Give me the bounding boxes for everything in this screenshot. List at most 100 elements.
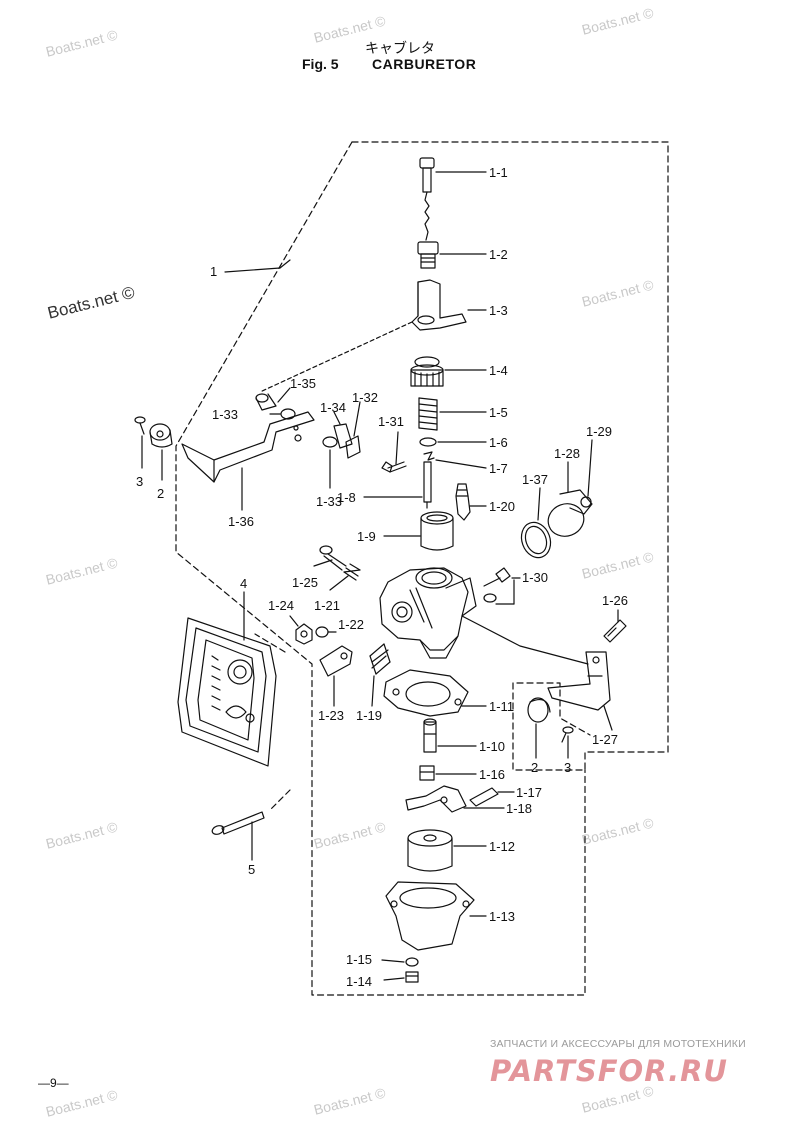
leader-line bbox=[289, 615, 299, 627]
callout-2: 2 bbox=[157, 486, 164, 501]
part-1-3-bracket bbox=[411, 279, 467, 331]
callout-1-27: 1-27 bbox=[592, 732, 618, 747]
part-1-25-screw bbox=[319, 545, 347, 571]
part-1-24-nut bbox=[295, 623, 313, 645]
callout-1-33: 1-33 bbox=[212, 407, 238, 422]
page-number: —9— bbox=[38, 1076, 69, 1090]
callout-1-7: 1-7 bbox=[489, 461, 508, 476]
leader-line bbox=[395, 431, 399, 465]
callout-1-1: 1-1 bbox=[489, 165, 508, 180]
part-1-5-spring bbox=[418, 397, 438, 431]
callout-1-4: 1-4 bbox=[489, 363, 508, 378]
part-1-17-pin bbox=[469, 787, 499, 807]
callout-1-30: 1-30 bbox=[522, 570, 548, 585]
callout-1-34: 1-34 bbox=[320, 400, 346, 415]
part-1-37-o-ring bbox=[520, 521, 552, 559]
part-1-2-adjuster bbox=[417, 241, 439, 269]
callout-1-19: 1-19 bbox=[356, 708, 382, 723]
part-1-12-float bbox=[407, 829, 453, 872]
part-1-7-clip bbox=[423, 451, 435, 461]
leader-line bbox=[371, 675, 375, 707]
part-1-37-o-ring-inner bbox=[524, 525, 548, 555]
callout-1-22: 1-22 bbox=[338, 617, 364, 632]
part-1-27-bracket bbox=[547, 651, 611, 711]
callout-1-28: 1-28 bbox=[554, 446, 580, 461]
callout-2: 2 bbox=[531, 760, 538, 775]
part-1-32-clip bbox=[345, 435, 361, 459]
part-1-6-washer bbox=[419, 437, 437, 447]
part-carburetor-body bbox=[379, 567, 589, 665]
callout-1-24: 1-24 bbox=[268, 598, 294, 613]
callout-1-25: 1-25 bbox=[292, 575, 318, 590]
part-1-16-needle-valve bbox=[419, 765, 435, 781]
callout-1-12: 1-12 bbox=[489, 839, 515, 854]
callout-1-16: 1-16 bbox=[479, 767, 505, 782]
part-1-34-spring bbox=[333, 423, 353, 449]
part-1-18-float-arm bbox=[405, 785, 467, 813]
callout-1-33: 1-33 bbox=[316, 494, 342, 509]
part-1-33-washer bbox=[280, 408, 296, 420]
callout-1-35: 1-35 bbox=[290, 376, 316, 391]
part-1-28-clamp bbox=[547, 489, 593, 537]
promo-text: ЗАПЧАСТИ И АКСЕССУАРЫ ДЛЯ МОТОТЕХНИКИ bbox=[490, 1038, 746, 1050]
leader-line bbox=[224, 267, 281, 273]
leader-line bbox=[381, 959, 405, 963]
callout-1-13: 1-13 bbox=[489, 909, 515, 924]
figure-number: Fig. 5 bbox=[302, 56, 339, 72]
part-1-19-spring bbox=[369, 643, 391, 675]
part-1-26-pin bbox=[603, 619, 627, 643]
part-1-9-throttle-valve bbox=[420, 511, 454, 551]
part-1-13-float-bowl bbox=[385, 881, 475, 951]
part-1-23-plate bbox=[319, 645, 353, 677]
callout-5: 5 bbox=[248, 862, 255, 877]
part-1-4-cap bbox=[410, 356, 444, 387]
callout-1-37: 1-37 bbox=[522, 472, 548, 487]
part-1-20-fitting bbox=[455, 483, 471, 521]
part-3-screw-left bbox=[134, 416, 146, 435]
callout-1-18: 1-18 bbox=[506, 801, 532, 816]
part-1-33-washer bbox=[322, 436, 338, 448]
callout-1-21: 1-21 bbox=[314, 598, 340, 613]
callout-3: 3 bbox=[564, 760, 571, 775]
callout-labels: 1 1-1 1-2 1-3 1-4 1-5 1-6 1-7 1-8 1-9 1-… bbox=[136, 165, 628, 989]
partsfor-logo: PARTSFOR.RU bbox=[490, 1054, 728, 1088]
callout-1-5: 1-5 bbox=[489, 405, 508, 420]
part-1-1-screw bbox=[419, 157, 435, 241]
callout-1-3: 1-3 bbox=[489, 303, 508, 318]
leader-line bbox=[353, 401, 361, 437]
part-1-30-screw bbox=[483, 567, 511, 603]
leader-line bbox=[313, 559, 333, 567]
part-1-35-stud bbox=[255, 393, 277, 411]
part-1-14-drain-screw bbox=[405, 971, 419, 983]
figure-title: CARBURETOR bbox=[372, 56, 477, 72]
part-1-21-spring bbox=[343, 563, 361, 581]
callout-1-11: 1-11 bbox=[489, 699, 514, 714]
part-1-11-gasket bbox=[383, 669, 469, 717]
leader-line bbox=[333, 411, 341, 425]
callout-1-26: 1-26 bbox=[602, 593, 628, 608]
callout-1-2: 1-2 bbox=[489, 247, 508, 262]
callout-1-8: 1-8 bbox=[337, 490, 356, 505]
leader-line bbox=[537, 487, 541, 521]
callout-4: 4 bbox=[240, 576, 247, 591]
leader-line bbox=[587, 439, 593, 497]
leader-line bbox=[603, 705, 613, 731]
title-japanese: キャブレタ bbox=[365, 41, 435, 57]
callout-1-10: 1-10 bbox=[479, 739, 505, 754]
part-5-screw bbox=[211, 811, 265, 835]
part-1-8-needle bbox=[423, 461, 432, 509]
callout-1-9: 1-9 bbox=[357, 529, 376, 544]
leader-line bbox=[383, 977, 405, 981]
callout-1-17: 1-17 bbox=[516, 785, 542, 800]
callout-1-6: 1-6 bbox=[489, 435, 508, 450]
callout-1: 1 bbox=[210, 264, 217, 279]
part-2-cap-left bbox=[149, 423, 173, 448]
callout-1-14: 1-14 bbox=[346, 974, 372, 989]
callout-1-31: 1-31 bbox=[378, 414, 404, 429]
part-1-10-jet bbox=[423, 718, 437, 753]
leader-line bbox=[279, 259, 291, 269]
part-1-22-washer bbox=[315, 626, 329, 638]
callout-1-15: 1-15 bbox=[346, 952, 372, 967]
part-4-air-filter bbox=[177, 617, 277, 767]
